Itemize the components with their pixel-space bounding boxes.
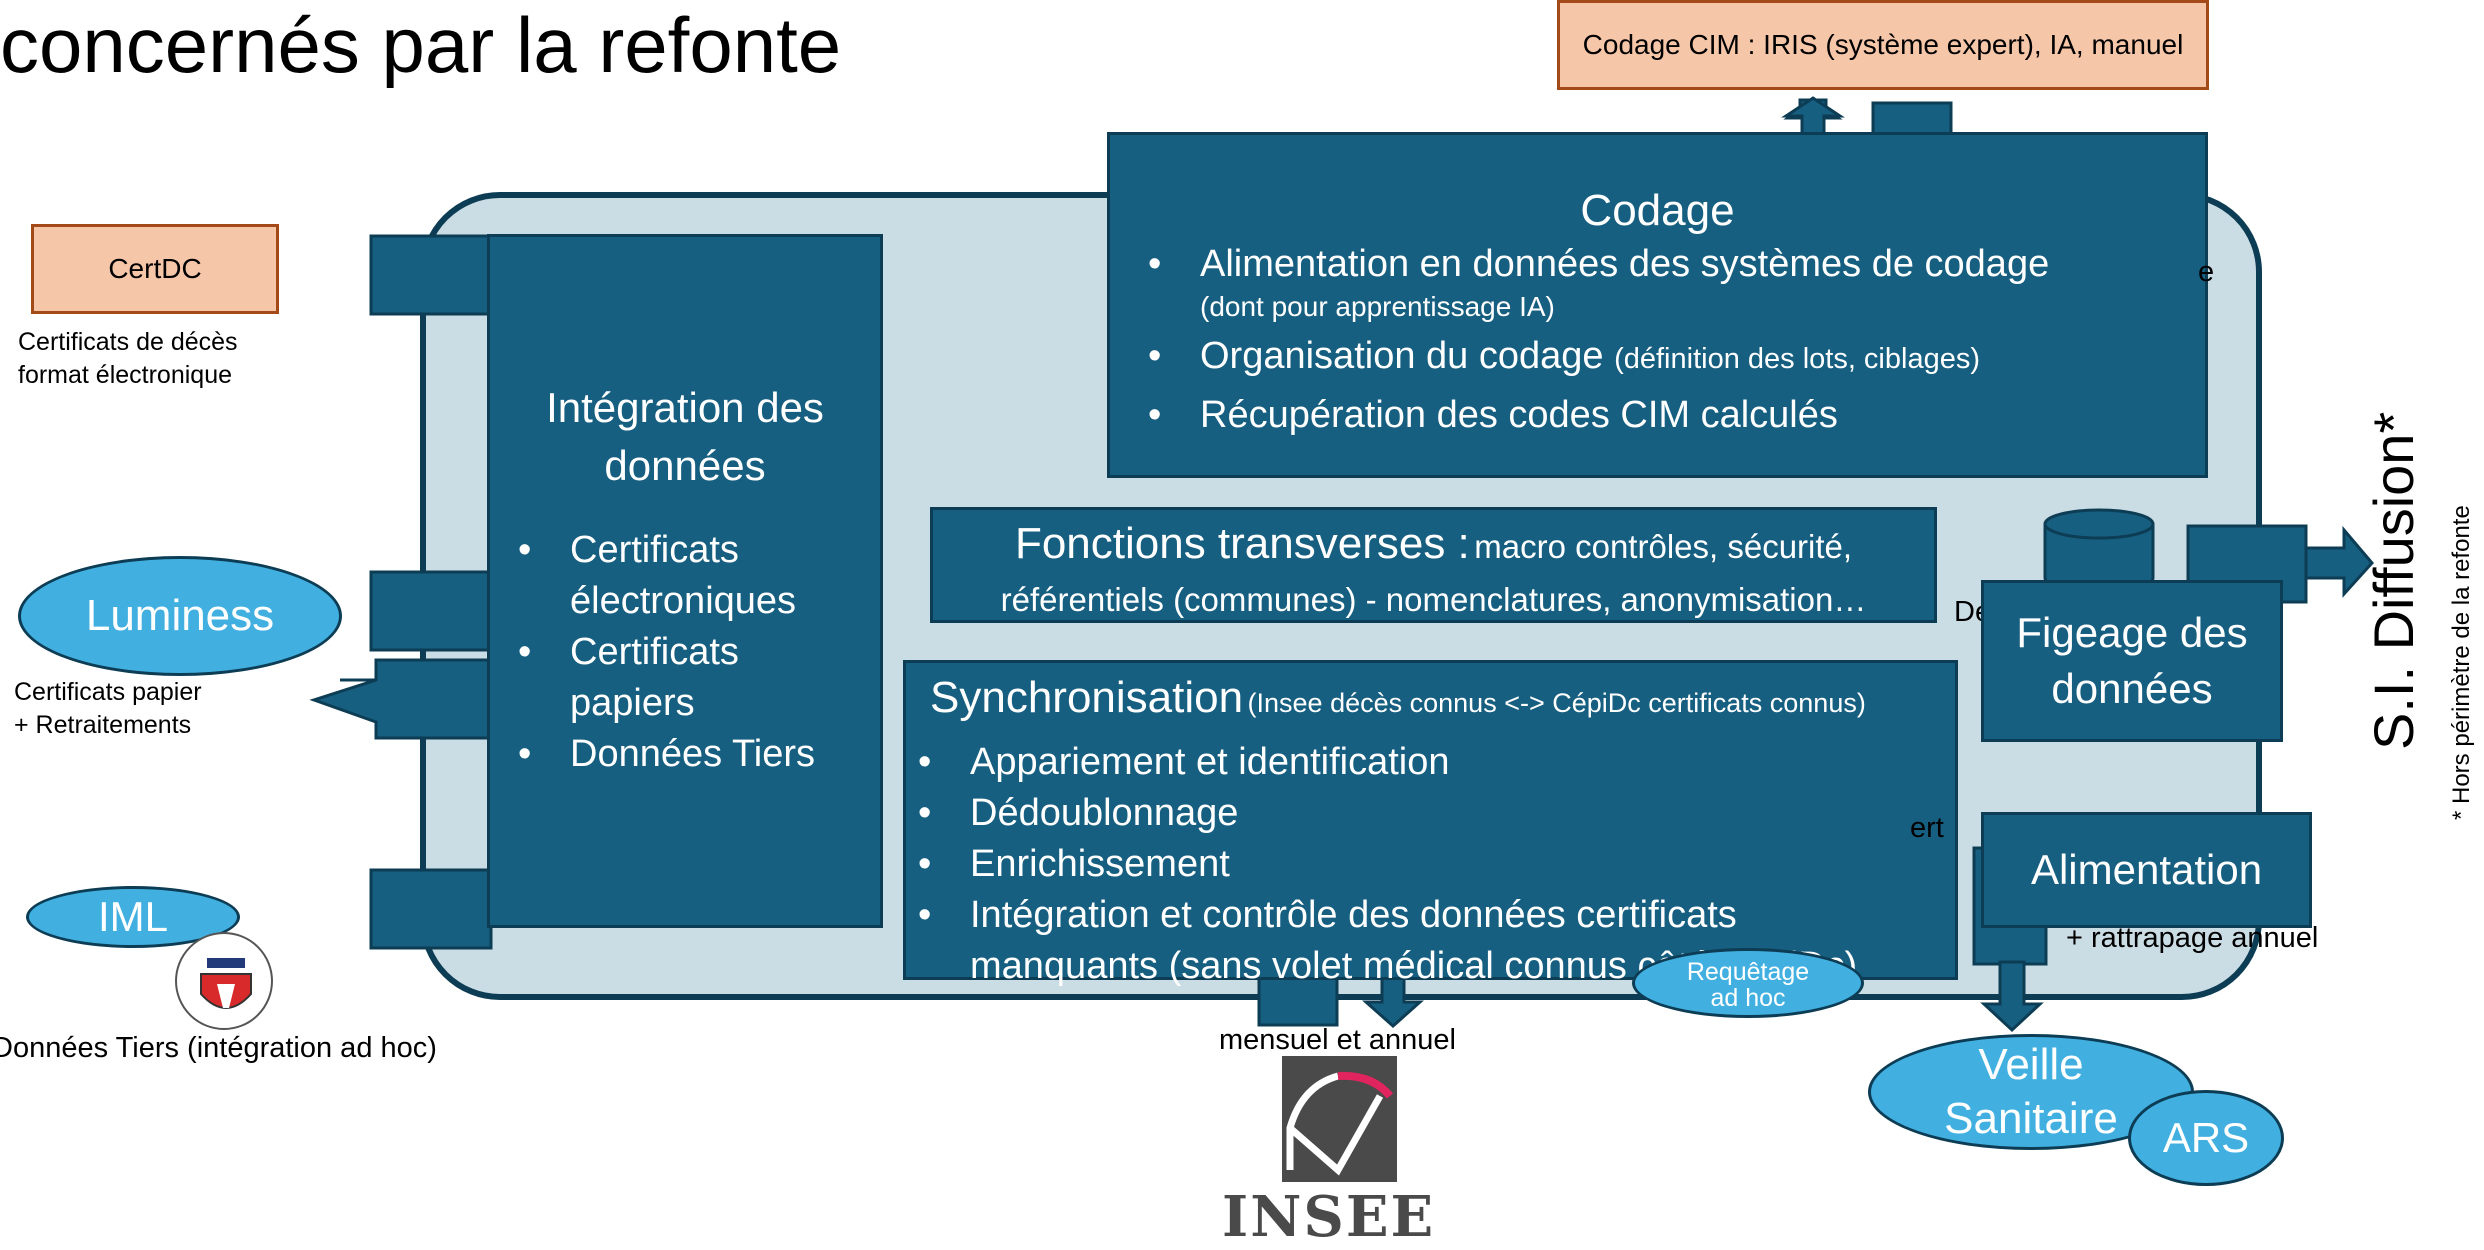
synchro-item: Enrichissement (910, 839, 1931, 890)
rattrapage-label: + rattrapage annuel (2066, 922, 2319, 954)
certdc-box: CertDC (31, 224, 279, 314)
figeage-line1: Figeage des (2016, 609, 2248, 656)
hors-perimetre-label: * Hors périmètre de la refonte (2448, 505, 2475, 820)
ars-ellipse: ARS (2128, 1090, 2284, 1186)
fonctions-line2: référentiels (communes) - nomenclatures,… (1000, 581, 1867, 618)
fonctions-title: Fonctions transverses : (1014, 519, 1470, 568)
synchro-title: Synchronisation (930, 673, 1244, 722)
requetage-ellipse: Requêtage ad hoc (1632, 948, 1864, 1018)
codage-title: Codage (1580, 186, 1735, 235)
integration-item: Certificats papiers (510, 627, 880, 729)
codage-list: Alimentation en données des systèmes de … (1140, 239, 2175, 440)
codage-item: Récupération des codes CIM calculés (1140, 390, 2175, 440)
luminess-caption-line1: Certificats papier (14, 678, 202, 706)
certdc-label: CertDC (108, 253, 202, 284)
police-logo (175, 932, 273, 1030)
luminess-caption-line2: + Retraitements (14, 711, 192, 739)
integration-item: Données Tiers (510, 729, 880, 780)
integration-title-line1: Intégration des (546, 384, 824, 431)
veille-line1: Veille (1978, 1040, 2084, 1089)
insee-label: INSEE (1222, 1184, 1436, 1250)
figeage-line2: données (2051, 665, 2213, 712)
requetage-line2: ad hoc (1710, 984, 1786, 1012)
luminess-caption: Certificats papier + Retraitements (14, 676, 314, 742)
mensuel-label: mensuel et annuel (1219, 1024, 1456, 1056)
integration-item: Certificats électroniques (510, 525, 880, 627)
certdc-caption-line2: format électronique (18, 361, 233, 389)
partial-text-e: e (2198, 256, 2215, 288)
partial-text-ert: ert (1910, 812, 1944, 844)
integration-list: Certificats électroniques Certificats pa… (490, 525, 880, 780)
synchro-item: Intégration et contrôle des données cert… (910, 890, 1931, 941)
synchro-item: Dédoublonnage (910, 788, 1931, 839)
integration-title-line2: données (604, 442, 766, 489)
luminess-ellipse: Luminess (18, 556, 342, 676)
page-title: concernés par la refonte (0, 1, 842, 89)
fonctions-rest: macro contrôles, sécurité, (1474, 528, 1853, 565)
figeage-box: Figeage des données (1981, 580, 2283, 742)
iml-caption: Données Tiers (intégration ad hoc) (0, 1032, 437, 1064)
iml-label: IML (97, 893, 168, 940)
requetage-line1: Requêtage (1686, 958, 1810, 986)
alimentation-label: Alimentation (2030, 846, 2263, 893)
iml-ellipse: IML (26, 886, 240, 948)
synchro-subtitle: (Insee décès connus <-> CépiDc certifica… (1247, 688, 1866, 718)
certdc-caption: Certificats de décès format électronique (18, 326, 318, 392)
veille-line2: Sanitaire (1944, 1094, 2118, 1143)
codage-cim-box: Codage CIM : IRIS (système expert), IA, … (1557, 0, 2209, 90)
arrow-down-veille (1980, 960, 2044, 1033)
si-diffusion-label: S.I. Diffusion* (2362, 411, 2425, 750)
codage-item: Organisation du codage (définition des l… (1140, 331, 2175, 384)
synchronisation-box: Synchronisation (Insee décès connus <-> … (903, 660, 1958, 987)
certdc-caption-line1: Certificats de décès (18, 328, 238, 356)
codage-item: Alimentation en données des systèmes de … (1140, 239, 2175, 325)
codage-cim-label: Codage CIM : IRIS (système expert), IA, … (1582, 29, 2184, 60)
luminess-label: Luminess (85, 591, 275, 640)
insee-logo: INSEE (1222, 1056, 1436, 1250)
integration-box: Intégration des données Certificats élec… (487, 234, 883, 928)
alimentation-box: Alimentation (1981, 812, 2312, 928)
arrow-right-diffusion (2304, 525, 2374, 598)
synchro-item: Appariement et identification (910, 737, 1931, 788)
ars-label: ARS (2162, 1114, 2250, 1161)
fonctions-transverses-box: Fonctions transverses : macro contrôles,… (930, 507, 1937, 623)
codage-box: Codage Alimentation en données des systè… (1107, 132, 2208, 478)
